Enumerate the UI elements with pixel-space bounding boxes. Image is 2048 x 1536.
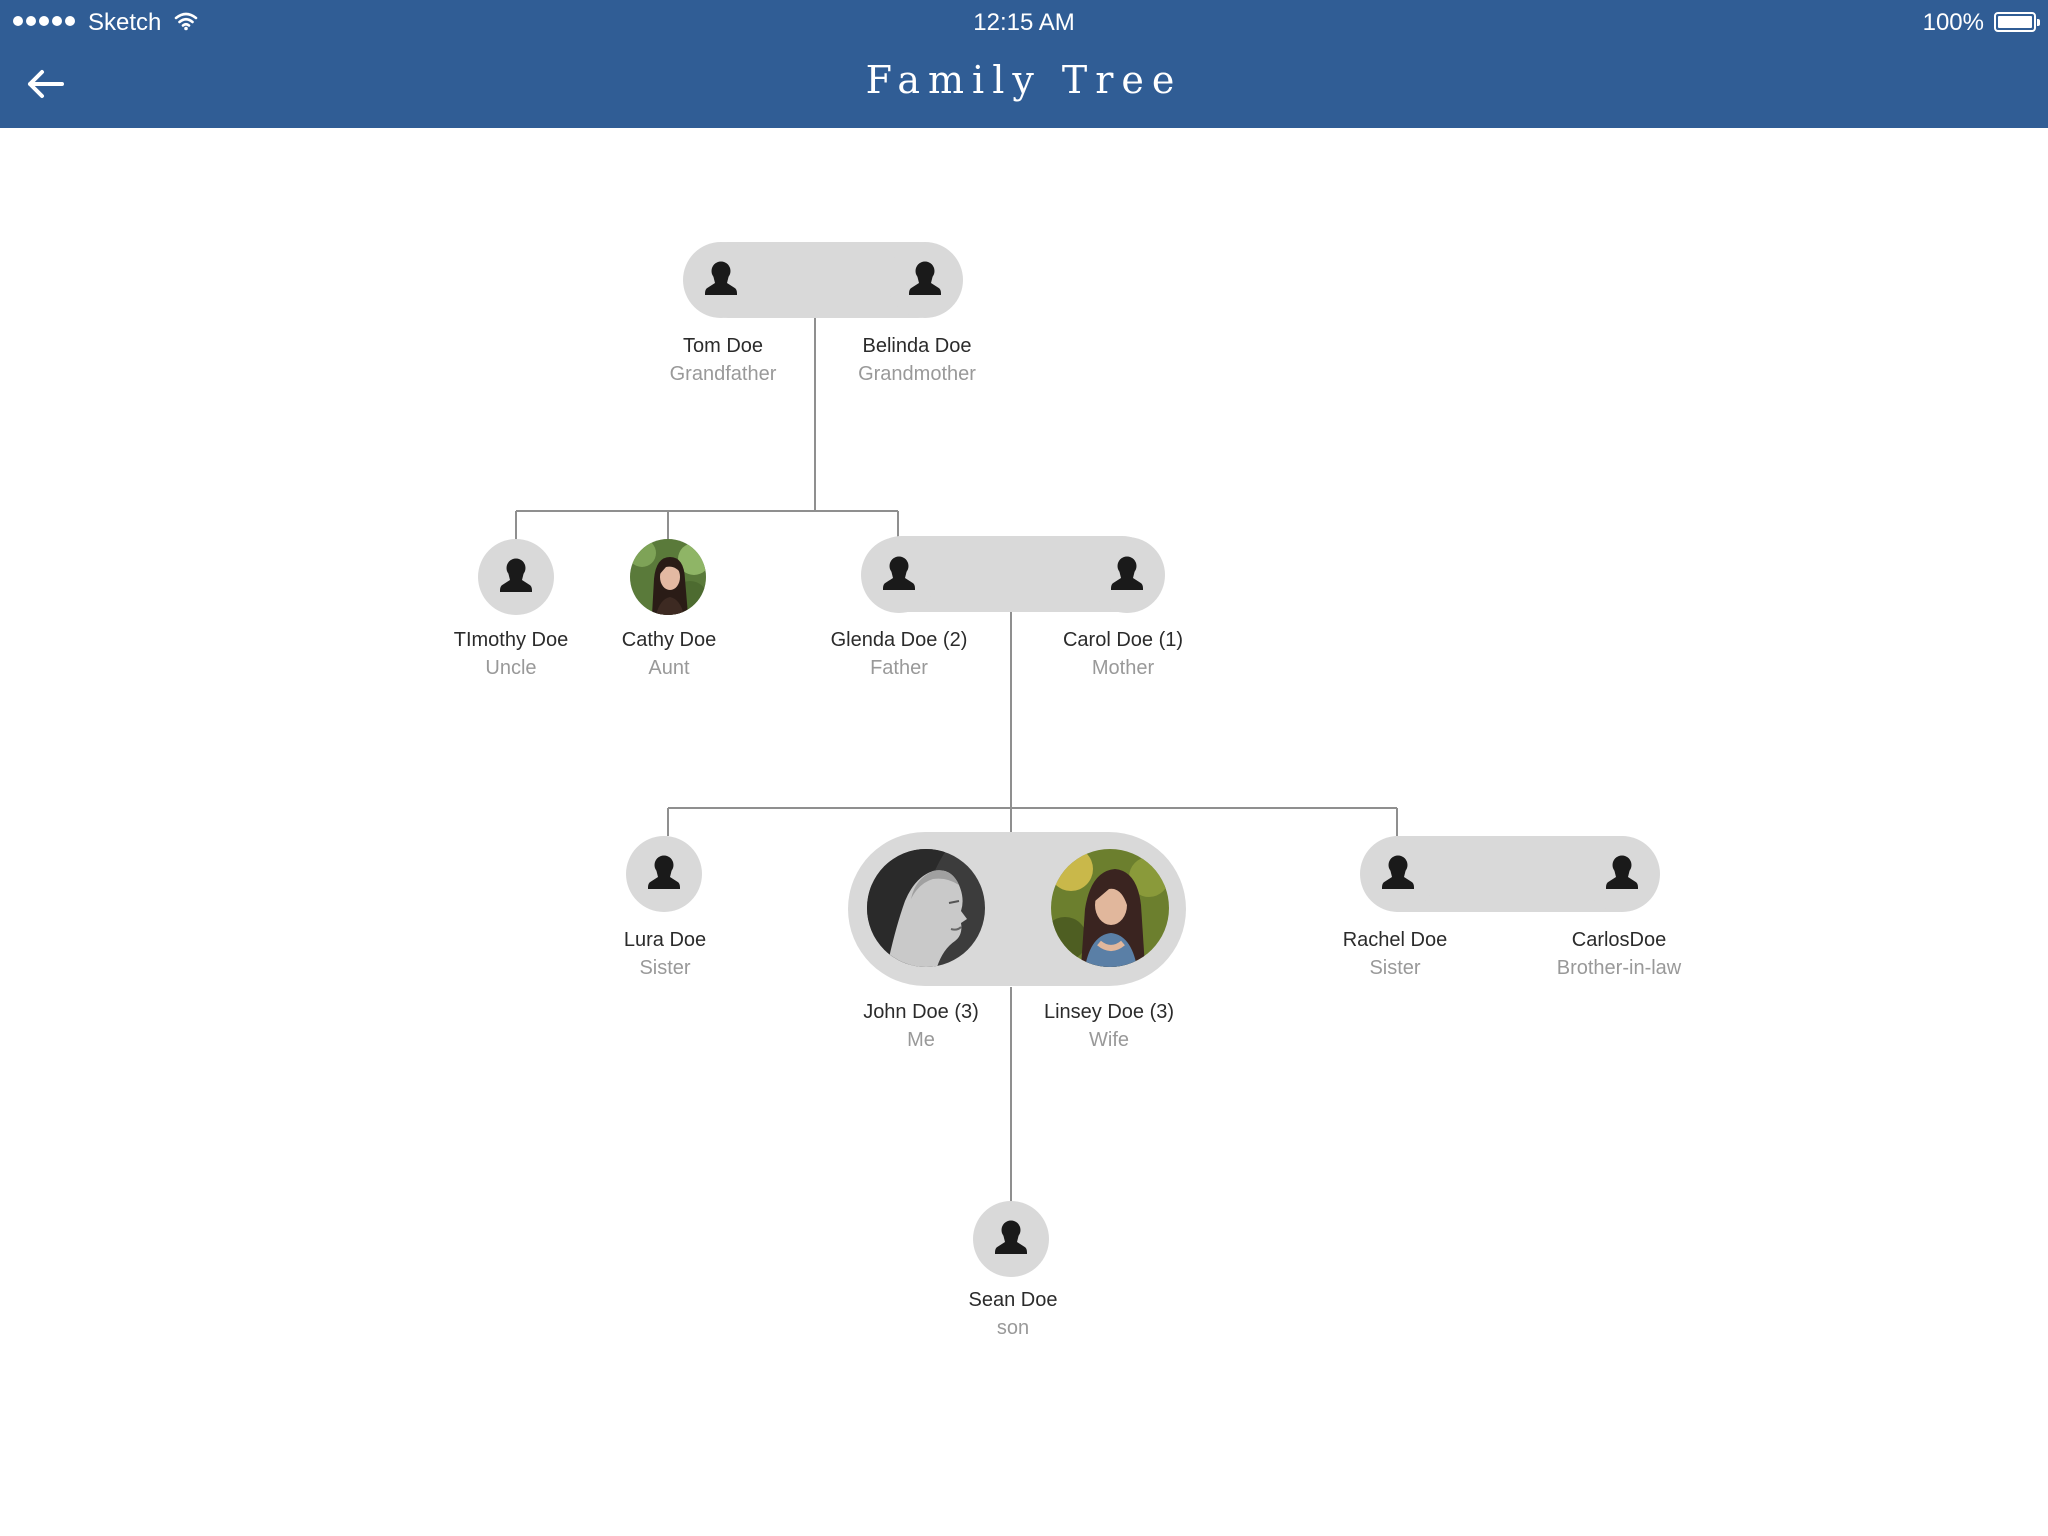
john-doe-label[interactable]: John Doe (3) Me bbox=[801, 998, 1041, 1054]
glenda-doe-label[interactable]: Glenda Doe (2) Father bbox=[779, 626, 1019, 682]
person-name: Sean Doe bbox=[968, 1289, 1058, 1311]
john-doe-photo[interactable] bbox=[867, 849, 985, 967]
woman-portrait-photo bbox=[1051, 849, 1169, 967]
person-name: Cathy Doe bbox=[621, 629, 717, 651]
woman-portrait-photo bbox=[630, 539, 706, 615]
carol-doe-label[interactable]: Carol Doe (1) Mother bbox=[1003, 626, 1243, 682]
person-relation: Me bbox=[907, 1029, 935, 1051]
belinda-doe-label[interactable]: Belinda Doe Grandmother bbox=[797, 332, 1037, 388]
sean-doe-avatar[interactable] bbox=[973, 1201, 1049, 1277]
carrier-name: Sketch bbox=[88, 9, 162, 36]
page-title: Family Tree bbox=[865, 58, 1183, 102]
app-header: Sketch 12:15 AM 100% Family Tree bbox=[0, 0, 2048, 128]
timothy-doe-avatar[interactable] bbox=[478, 539, 554, 615]
person-name: John Doe (3) bbox=[863, 1001, 979, 1023]
person-relation: Aunt bbox=[648, 657, 690, 679]
belinda-doe-avatar[interactable] bbox=[887, 242, 963, 318]
timothy-doe-label[interactable]: TImothy Doe Uncle bbox=[391, 626, 631, 682]
person-name: Glenda Doe (2) bbox=[830, 629, 968, 651]
person-relation: Grandmother bbox=[858, 363, 976, 385]
person-relation: Brother-in-law bbox=[1556, 957, 1682, 979]
glenda-doe-avatar[interactable] bbox=[861, 537, 937, 613]
person-relation: Grandfather bbox=[669, 363, 777, 385]
person-relation: son bbox=[996, 1317, 1030, 1339]
person-name: TImothy Doe bbox=[453, 629, 569, 651]
cathy-doe-photo[interactable] bbox=[630, 539, 706, 615]
cathy-doe-label[interactable]: Cathy Doe Aunt bbox=[549, 626, 789, 682]
person-relation: Father bbox=[870, 657, 928, 679]
person-name: Linsey Doe (3) bbox=[1043, 1001, 1175, 1023]
carol-doe-avatar[interactable] bbox=[1089, 537, 1165, 613]
status-bar: Sketch 12:15 AM 100% bbox=[0, 0, 2048, 44]
person-relation: Sister bbox=[639, 957, 691, 979]
arrow-left-icon bbox=[28, 70, 64, 98]
linsey-doe-label[interactable]: Linsey Doe (3) Wife bbox=[989, 998, 1229, 1054]
person-silhouette-icon bbox=[973, 1201, 1049, 1277]
battery-percentage: 100% bbox=[1922, 9, 1984, 36]
person-silhouette-icon bbox=[478, 539, 554, 615]
linsey-doe-photo[interactable] bbox=[1051, 849, 1169, 967]
battery-icon bbox=[1994, 12, 2040, 32]
tom-doe-label[interactable]: Tom Doe Grandfather bbox=[603, 332, 843, 388]
person-relation: Mother bbox=[1091, 657, 1155, 679]
man-portrait-photo bbox=[867, 849, 985, 967]
person-silhouette-icon bbox=[1360, 836, 1436, 912]
person-name: Rachel Doe bbox=[1342, 929, 1448, 951]
person-relation: Uncle bbox=[485, 657, 537, 679]
person-name: Carol Doe (1) bbox=[1062, 629, 1184, 651]
person-silhouette-icon bbox=[1089, 537, 1165, 613]
carlos-doe-avatar[interactable] bbox=[1584, 836, 1660, 912]
person-silhouette-icon bbox=[861, 537, 937, 613]
person-relation: Wife bbox=[1089, 1029, 1129, 1051]
back-button[interactable] bbox=[20, 62, 72, 106]
person-name: Tom Doe bbox=[682, 335, 764, 357]
person-relation: Sister bbox=[1369, 957, 1421, 979]
person-silhouette-icon bbox=[683, 242, 759, 318]
person-silhouette-icon bbox=[887, 242, 963, 318]
signal-strength-icon bbox=[13, 16, 75, 26]
lura-doe-avatar[interactable] bbox=[626, 836, 702, 912]
tom-doe-avatar[interactable] bbox=[683, 242, 759, 318]
person-name: Lura Doe bbox=[623, 929, 707, 951]
carlos-doe-label[interactable]: CarlosDoe Brother-in-law bbox=[1499, 926, 1739, 982]
status-time: 12:15 AM bbox=[973, 9, 1075, 36]
person-silhouette-icon bbox=[1584, 836, 1660, 912]
wifi-icon bbox=[174, 10, 198, 38]
lura-doe-label[interactable]: Lura Doe Sister bbox=[545, 926, 785, 982]
rachel-doe-label[interactable]: Rachel Doe Sister bbox=[1275, 926, 1515, 982]
person-name: CarlosDoe bbox=[1571, 929, 1667, 951]
rachel-doe-avatar[interactable] bbox=[1360, 836, 1436, 912]
person-name: Belinda Doe bbox=[862, 335, 972, 357]
sean-doe-label[interactable]: Sean Doe son bbox=[893, 1286, 1133, 1342]
person-silhouette-icon bbox=[626, 836, 702, 912]
